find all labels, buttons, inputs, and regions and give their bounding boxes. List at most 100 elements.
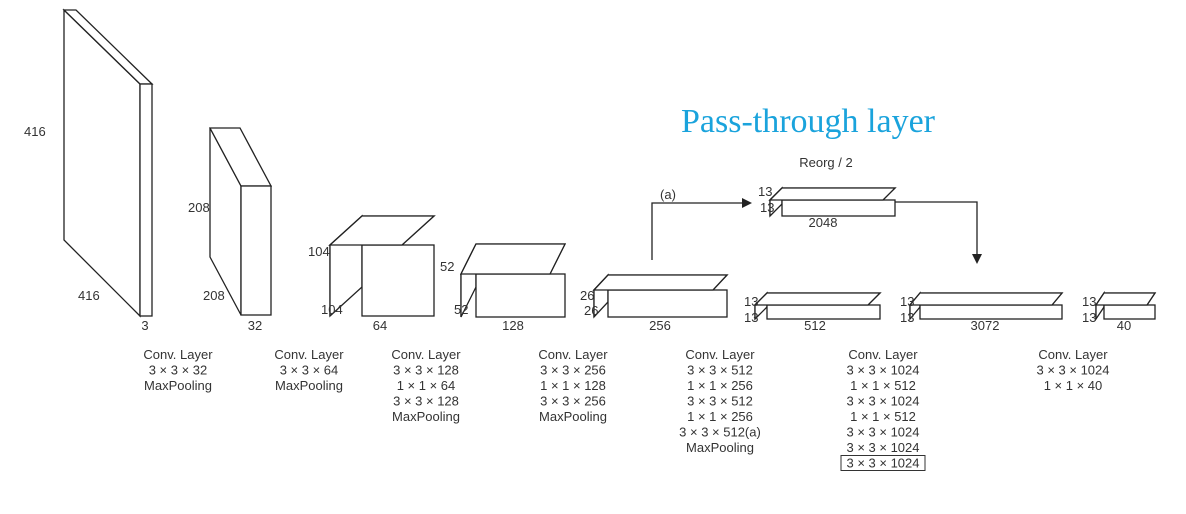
- tensor-front-face: [475, 273, 566, 318]
- caption-line: 3 × 3 × 128: [393, 394, 459, 409]
- tensor-width-label: 13: [744, 310, 758, 325]
- tensor-top-face-overlay: [753, 292, 882, 306]
- tensor-width-label: 208: [203, 288, 225, 303]
- caption-line: 1 × 1 × 256: [687, 409, 753, 424]
- caption-line: Conv. Layer: [391, 347, 461, 362]
- caption-line: Conv. Layer: [685, 347, 755, 362]
- tensor-block-t3: 104 104 64: [308, 214, 436, 333]
- caption-line: Conv. Layer: [143, 347, 213, 362]
- caption-line: MaxPooling: [392, 409, 460, 424]
- tensor-width-label: 416: [78, 288, 100, 303]
- tensor-front-face: [919, 304, 1063, 320]
- tensor-width-label: 13: [760, 200, 774, 215]
- highlight-box: [840, 455, 926, 471]
- tensor-front-face: [240, 185, 272, 316]
- tensor-depth-label: 256: [649, 318, 671, 333]
- pass-through-arrows: [651, 198, 982, 264]
- tensor-depth-label: 40: [1117, 318, 1131, 333]
- tensor-front-face: [607, 289, 728, 318]
- caption-line: 3 × 3 × 32: [149, 363, 208, 378]
- tensor-blocks: 4164163208208321041046452521282626256131…: [24, 8, 1157, 333]
- tensor-height-label: 416: [24, 124, 46, 139]
- tensor-front-face: [361, 244, 435, 317]
- caption-line: 1 × 1 × 40: [1044, 378, 1103, 393]
- reorg-label: Reorg / 2: [799, 155, 852, 170]
- caption-line: 1 × 1 × 64: [397, 378, 456, 393]
- caption-line: 3 × 3 × 1024: [1036, 363, 1109, 378]
- tensor-height-label: 13: [744, 294, 758, 309]
- merge-arrow-head: [972, 254, 982, 264]
- tensor-front-face: [766, 304, 881, 320]
- tensor-width-label: 26: [584, 303, 598, 318]
- tensor-depth-label: 3: [141, 318, 148, 333]
- tensor-top-face-overlay: [908, 292, 1064, 306]
- caption-line: Conv. Layer: [848, 347, 918, 362]
- caption-line: 1 × 1 × 512: [850, 409, 916, 424]
- caption-line: 3 × 3 × 1024: [846, 363, 919, 378]
- tensor-width-label: 13: [1082, 310, 1096, 325]
- tensor-depth-label: 512: [804, 318, 826, 333]
- caption-line: Conv. Layer: [538, 347, 608, 362]
- caption-line: 3 × 3 × 512(a): [679, 425, 761, 440]
- caption-line: 1 × 1 × 128: [540, 378, 606, 393]
- tensor-depth-label: 128: [502, 318, 524, 333]
- tensor-depth-label: 3072: [971, 318, 1000, 333]
- tensor-width-label: 104: [321, 302, 343, 317]
- tensor-block-t1: 416 416 3: [24, 8, 154, 333]
- tensor-depth-label: 64: [373, 318, 387, 333]
- caption-line: 3 × 3 × 256: [540, 394, 606, 409]
- caption-line: Conv. Layer: [274, 347, 344, 362]
- caption-line: 3 × 3 × 1024: [846, 394, 919, 409]
- caption-line: MaxPooling: [275, 378, 343, 393]
- caption-line: MaxPooling: [539, 409, 607, 424]
- caption-line: 3 × 3 × 64: [280, 363, 339, 378]
- merge-arrow: [890, 201, 978, 258]
- caption-line: 3 × 3 × 1024: [846, 440, 919, 455]
- tensor-block-t4: 52 52 128: [440, 243, 567, 333]
- tensor-front-face: [1103, 304, 1156, 320]
- tensor-top-face-overlay: [1094, 292, 1157, 306]
- tensor-depth-label: 32: [248, 318, 262, 333]
- caption-line: 1 × 1 × 512: [850, 378, 916, 393]
- tensor-height-label: 52: [440, 259, 454, 274]
- tensor-height-label: 13: [1082, 294, 1096, 309]
- tensor-height-label: 13: [900, 294, 914, 309]
- tensor-width-label: 52: [454, 302, 468, 317]
- caption-line: 3 × 3 × 1024: [846, 425, 919, 440]
- tensor-block-t2: 208 208 32: [188, 127, 273, 333]
- caption-line: MaxPooling: [144, 378, 212, 393]
- caption-line: 3 × 3 × 128: [393, 363, 459, 378]
- tensor-side-face: [63, 8, 141, 318]
- caption-line: 3 × 3 × 512: [687, 363, 753, 378]
- branch-arrow: [651, 202, 742, 260]
- caption-line: Conv. Layer: [1038, 347, 1108, 362]
- tensor-front-face: [781, 199, 896, 217]
- tensor-top-face-overlay: [328, 215, 436, 246]
- tensor-depth-label: 2048: [809, 215, 838, 230]
- tensor-top-face-overlay: [768, 187, 897, 201]
- caption-line: MaxPooling: [686, 440, 754, 455]
- caption-line: 3 × 3 × 512: [687, 394, 753, 409]
- caption-line: 3 × 3 × 1024: [846, 456, 919, 471]
- caption-line: 3 × 3 × 256: [540, 363, 606, 378]
- tensor-height-label: 104: [308, 244, 330, 259]
- tensor-height-label: 13: [758, 184, 772, 199]
- diagram-title: Pass-through layer: [681, 103, 936, 140]
- tensor-top-face-overlay: [592, 274, 729, 291]
- tensor-height-label: 208: [188, 200, 210, 215]
- tensor-height-label: 26: [580, 288, 594, 303]
- tensor-top-face-overlay: [459, 243, 567, 275]
